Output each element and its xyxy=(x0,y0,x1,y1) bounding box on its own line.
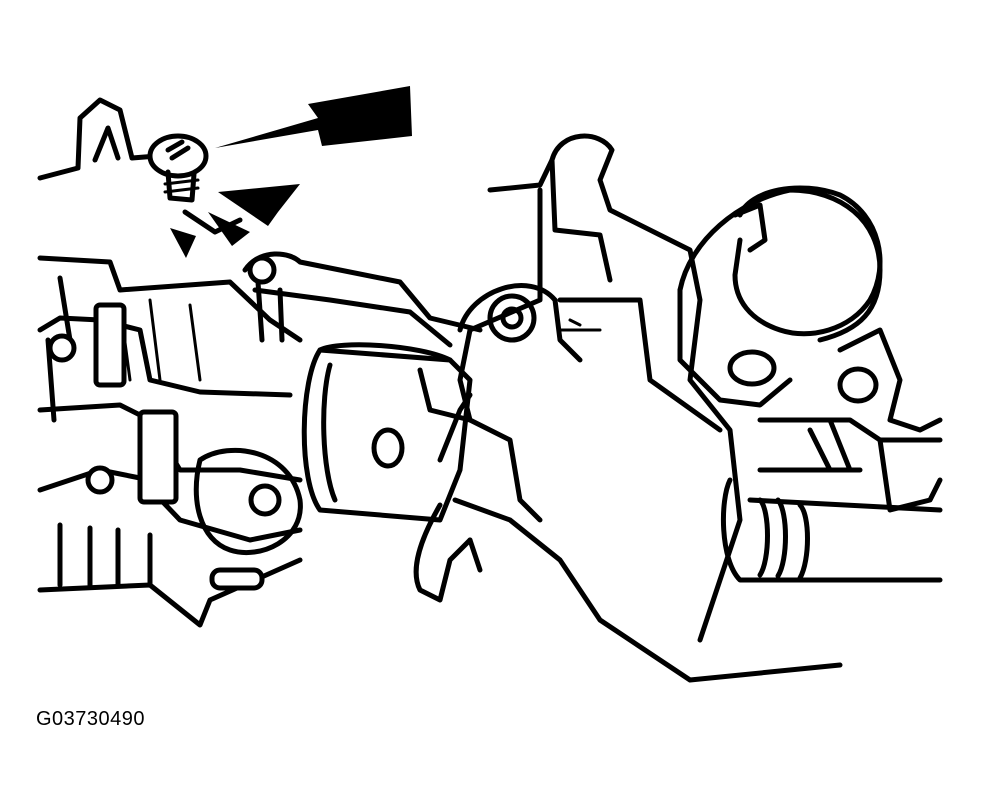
figure-code: G03730490 xyxy=(36,708,146,730)
right-shaft xyxy=(721,327,943,583)
lower-housing xyxy=(37,255,303,628)
linkage-arm xyxy=(242,251,483,348)
retaining-screw xyxy=(147,133,243,235)
bracket-tab xyxy=(37,97,173,181)
rotation-arrow-icon xyxy=(170,184,300,258)
lock-cylinder xyxy=(301,342,473,523)
removal-arrow-icon xyxy=(215,86,412,148)
switch-housing xyxy=(437,133,843,683)
lock-knob xyxy=(677,185,883,408)
lower-lever xyxy=(413,502,483,603)
